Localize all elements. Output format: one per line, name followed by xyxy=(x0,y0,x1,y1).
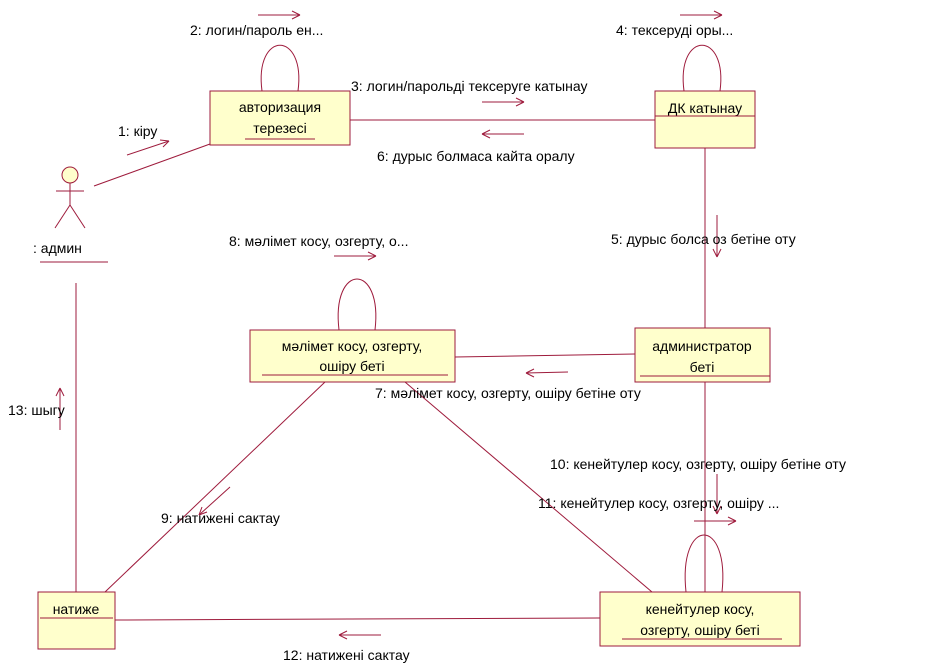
object-auth-line2: терезесі xyxy=(253,120,306,136)
actor-admin xyxy=(40,166,108,263)
object-extensions-page[interactable]: кенейтулер косу, озгерту, ошіру беті xyxy=(599,591,801,647)
object-info-page[interactable]: мәлімет косу, озгерту, ошіру беті xyxy=(249,329,456,383)
object-auth-window[interactable]: авторизация терезесі xyxy=(209,90,351,146)
actor-label: : админ xyxy=(33,240,82,256)
object-result-line1: натиже xyxy=(53,601,100,617)
actor-head-icon xyxy=(61,166,79,184)
object-admin-line2: беті xyxy=(690,359,715,375)
object-user-line1: кенейтулер косу, xyxy=(646,601,755,617)
msg-label-4: 4: тексеруді оры... xyxy=(616,22,733,38)
arrow-msg-10 xyxy=(712,474,722,515)
msg-label-13: 13: шыгу xyxy=(8,402,65,418)
msg-label-10: 10: кенейтулер косу, озгерту, ошіру беті… xyxy=(550,456,846,472)
object-db-access[interactable]: ДК катынау xyxy=(654,90,756,149)
arrow-msg-2 xyxy=(258,10,301,20)
object-admin-page[interactable]: администратор беті xyxy=(634,327,771,383)
link-result-user xyxy=(114,617,601,621)
arrow-msg-8 xyxy=(334,251,377,261)
object-auth-line1: авторизация xyxy=(239,99,321,115)
object-info-line1: мәлімет косу, озгерту, xyxy=(282,338,423,354)
link-info-user xyxy=(404,381,653,593)
arrow-msg-4 xyxy=(680,10,723,20)
self-loop-user xyxy=(684,534,724,593)
msg-label-9: 9: натижені сактау xyxy=(161,510,280,526)
msg-label-1: 1: кіру xyxy=(118,123,157,139)
arrow-msg-5 xyxy=(712,215,722,258)
object-user-line2: озгерту, ошіру беті xyxy=(640,622,759,638)
arrow-msg-13 xyxy=(55,387,65,430)
arrow-msg-9 xyxy=(198,486,231,516)
arrow-msg-7 xyxy=(525,368,569,378)
arrow-msg-1 xyxy=(126,139,170,156)
msg-label-3: 3: логин/парольді тексеруге катынау xyxy=(351,78,587,94)
msg-label-11: 11: кенейтулер косу, озгерту, ошіру ... xyxy=(538,495,779,511)
msg-label-2: 2: логин/пароль ен... xyxy=(190,22,323,38)
arrow-msg-12 xyxy=(338,630,381,640)
object-admin-line1: администратор xyxy=(652,338,752,354)
link-admin-info xyxy=(454,353,636,358)
link-actor-auth xyxy=(93,143,211,187)
msg-label-12: 12: натижені сактау xyxy=(283,647,410,663)
object-db-line1: ДК катынау xyxy=(668,100,742,116)
link-info-result xyxy=(104,381,326,593)
arrow-msg-6 xyxy=(481,129,524,139)
msg-label-5: 5: дурыс болса оз бетіне оту xyxy=(611,231,796,247)
self-loop-auth xyxy=(260,44,300,92)
object-info-line2: ошіру беті xyxy=(319,358,384,374)
self-loop-db xyxy=(682,44,722,92)
msg-label-8: 8: мәлімет косу, озгерту, о... xyxy=(229,233,408,249)
object-result[interactable]: натиже xyxy=(37,591,116,650)
msg-label-6: 6: дурыс болмаса кайта оралу xyxy=(377,148,575,164)
arrow-msg-3 xyxy=(482,97,525,107)
msg-label-7: 7: мәлімет косу, озгерту, ошіру бетіне о… xyxy=(375,385,641,401)
arrow-msg-11 xyxy=(694,516,737,526)
self-loop-info xyxy=(337,278,377,331)
